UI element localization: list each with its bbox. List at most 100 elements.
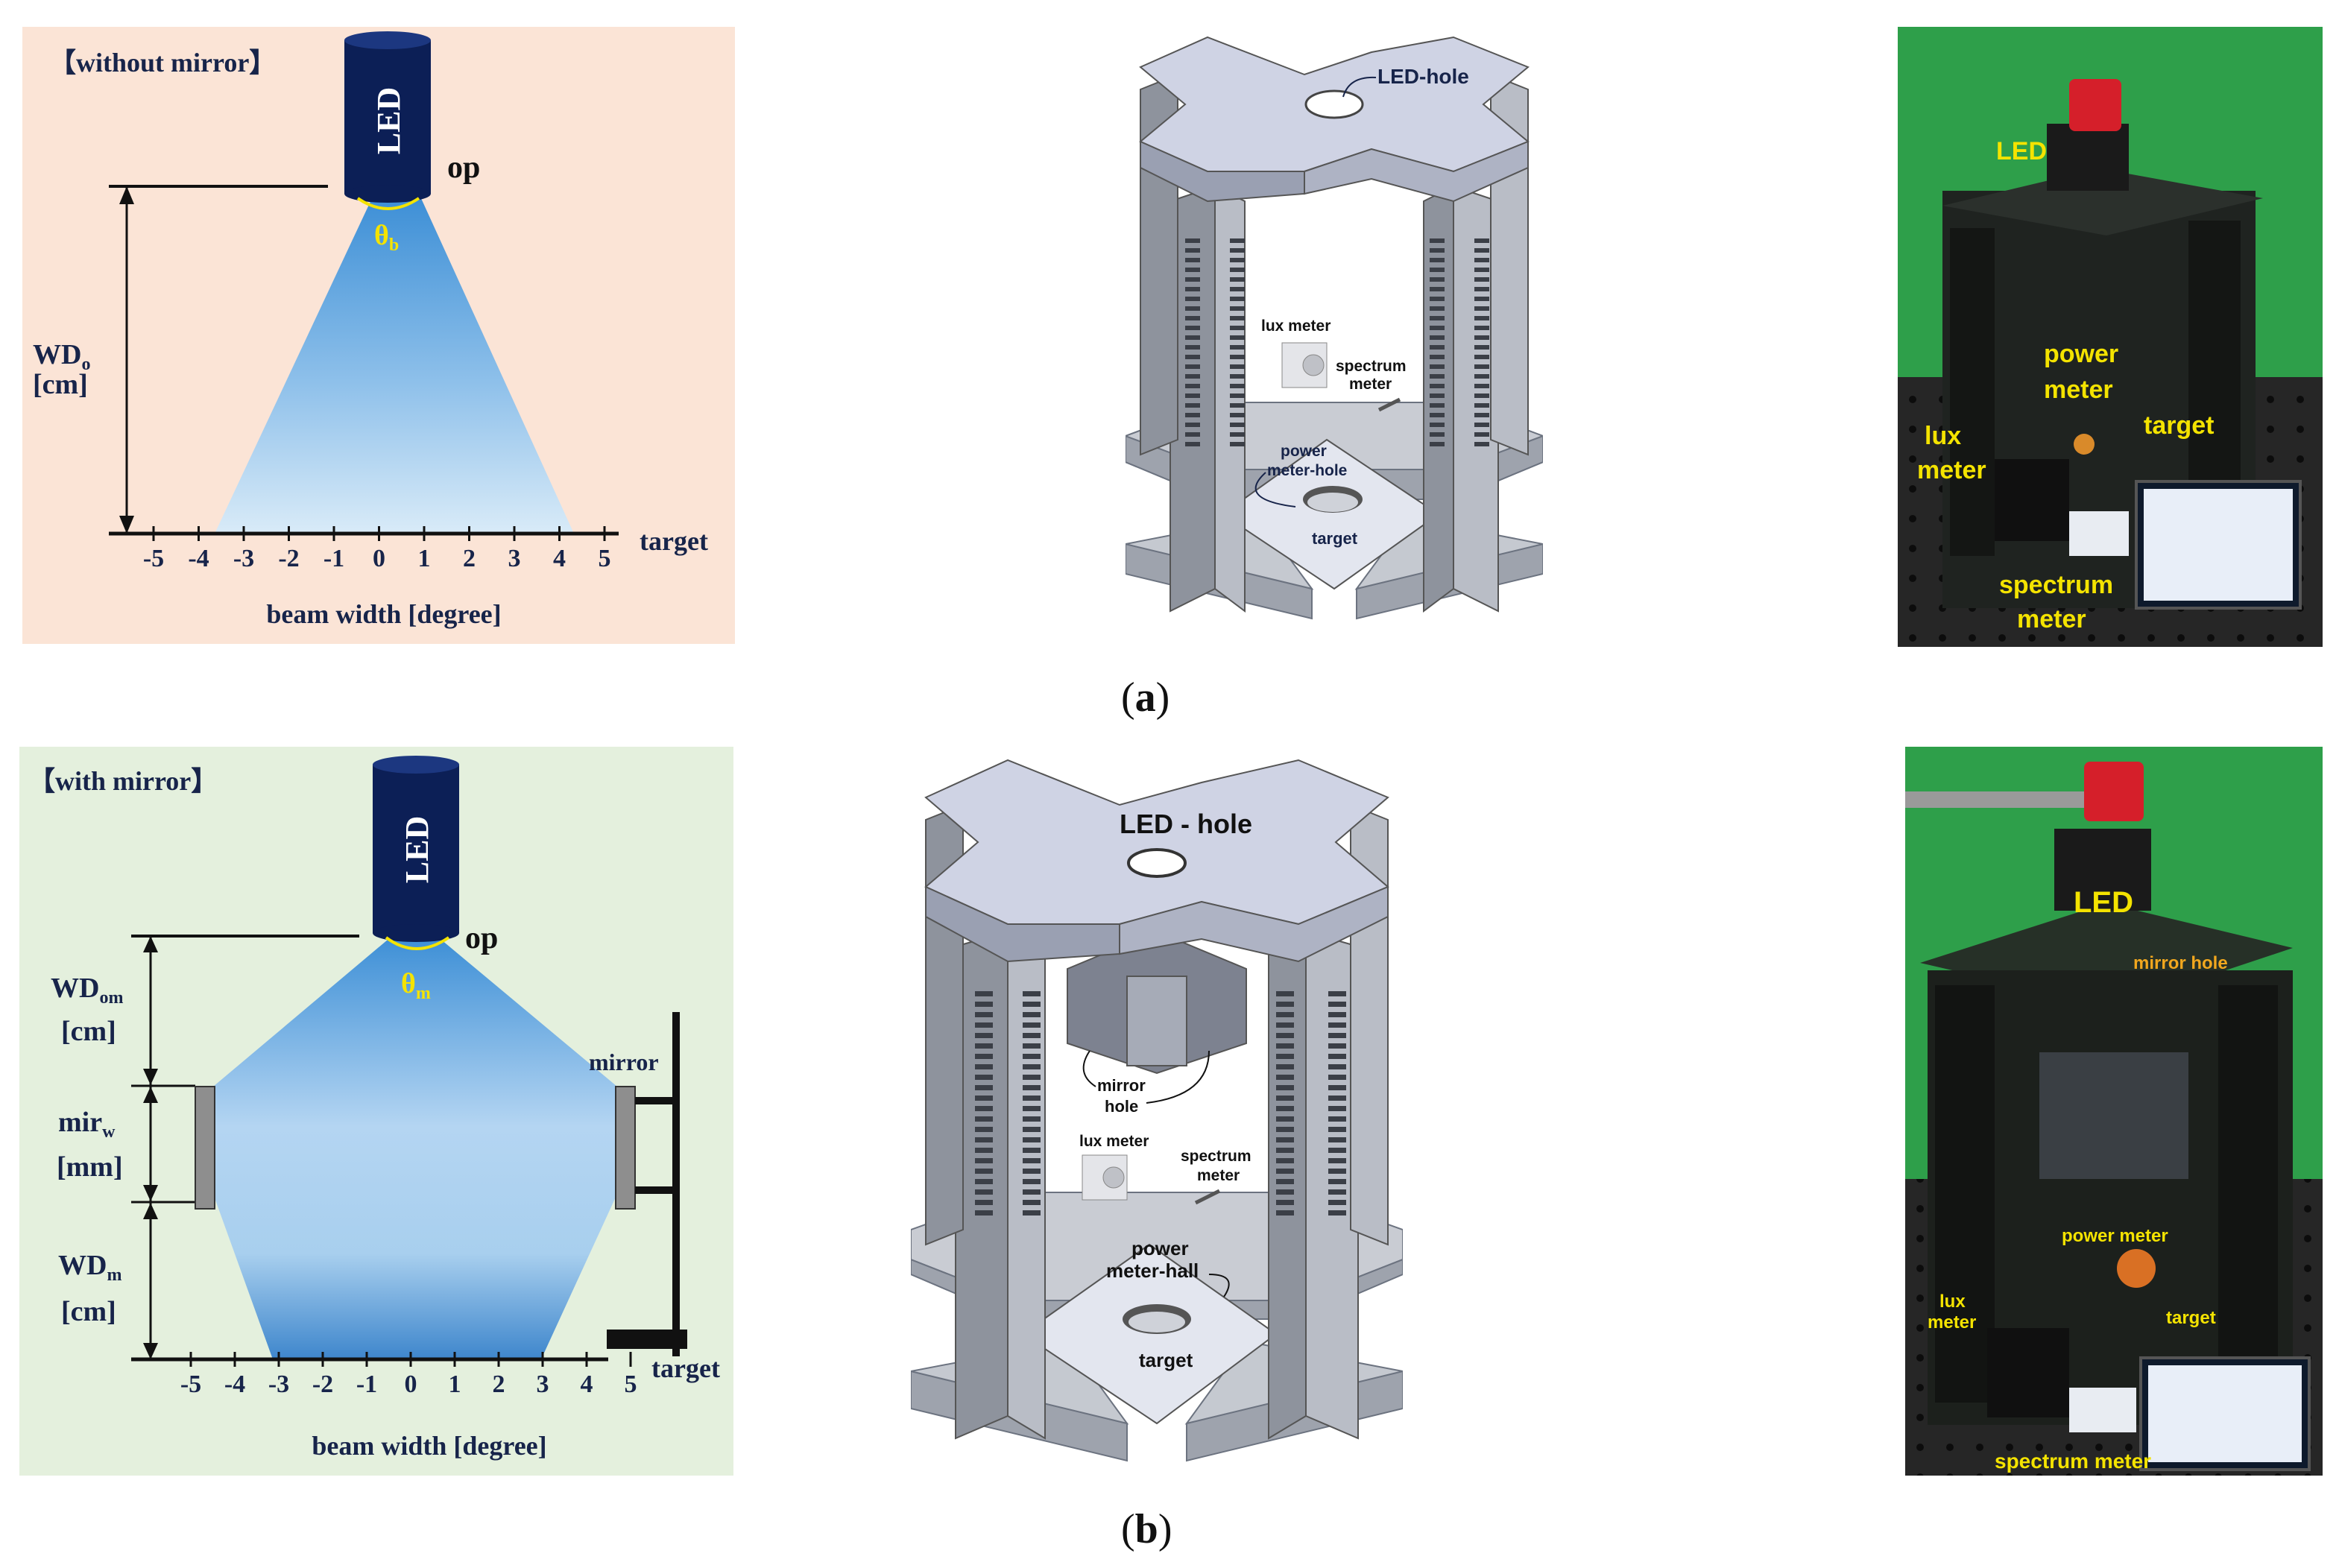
mirw-label: mirw (58, 1107, 116, 1142)
vent-slot (975, 1075, 993, 1080)
vent-slot (1474, 374, 1489, 379)
arrow-3 (143, 1087, 158, 1103)
axis-label: beam width [degree] (266, 599, 501, 629)
vent-slot (1023, 1179, 1041, 1184)
vent-slot (975, 1096, 993, 1101)
vent-slot (975, 1085, 993, 1090)
vent-slot (1185, 238, 1200, 243)
vent-slot (1276, 1064, 1294, 1069)
vent-slot (1328, 1012, 1346, 1017)
target-label-cad-b: target (1139, 1349, 1193, 1371)
vent-slot (1230, 277, 1245, 282)
vent-slot (1023, 1043, 1041, 1049)
lux-meter-label-b: lux meter (1079, 1133, 1149, 1150)
arrow-4 (143, 1185, 158, 1201)
clamp-rod (1905, 791, 2084, 808)
vent-slot (1185, 306, 1200, 311)
photo-target-label: target (2144, 411, 2214, 440)
pillar-left-b (955, 930, 1046, 1440)
vent-slot (1023, 1085, 1041, 1090)
vent-slot (1023, 1137, 1041, 1142)
vent-slot (1430, 413, 1445, 417)
axis-b-tick-label: 0 (405, 1371, 417, 1398)
spectrum-probe (1377, 397, 1401, 412)
mirror-box (2039, 1052, 2188, 1179)
mirw-unit: [mm] (57, 1151, 123, 1183)
axis-a-tick-label: 2 (463, 545, 476, 572)
vent-slot (1276, 1022, 1294, 1028)
pillar-right-b (1268, 930, 1359, 1440)
vent-slot (1328, 1064, 1346, 1069)
vent-slot (1230, 364, 1245, 369)
vent-slot (975, 1002, 993, 1007)
arrow-6 (143, 1343, 158, 1359)
vent-slot (1276, 1002, 1294, 1007)
vent-slot (1023, 1002, 1041, 1007)
arrow-2 (143, 1069, 158, 1085)
tablet-display (2144, 489, 2293, 601)
mirror-hole-pointer-left (1082, 1050, 1096, 1087)
vent-slot (1328, 1075, 1346, 1080)
wd-arrow-down (119, 516, 134, 534)
vent-slot (975, 1179, 993, 1184)
led-module-b (2054, 829, 2151, 911)
vent-slot (1474, 364, 1489, 369)
vent-slot (1185, 297, 1200, 301)
mirror-left (195, 1086, 215, 1210)
schematic-b: 【with mirror】 LED θm op WDom [cm] mirw [… (19, 747, 733, 1476)
beam-angle-arc-b (385, 936, 450, 950)
vent-slot (1185, 393, 1200, 398)
power-meter-sensor-b (2117, 1249, 2156, 1288)
spectrum-device-b (2069, 1388, 2136, 1432)
vent-slot (1430, 432, 1445, 437)
led-label-b: LED (399, 816, 435, 883)
theta-m: θm (401, 968, 431, 1003)
vent-slot (1230, 355, 1245, 359)
ventilation-slots (1185, 238, 1489, 446)
vent-slot (1023, 1169, 1041, 1174)
axis-b-tick-label: -4 (224, 1371, 245, 1398)
vent-slot (1474, 423, 1489, 427)
vent-slot (1328, 1096, 1346, 1101)
vent-slot (1185, 355, 1200, 359)
vent-slot (1276, 1043, 1294, 1049)
vent-slot (1023, 1158, 1041, 1163)
vent-slot (1430, 355, 1445, 359)
axis-a-tick-label: -4 (188, 545, 209, 572)
vent-slot (1276, 1169, 1294, 1174)
vent-slot (1185, 316, 1200, 320)
vent-slot (1185, 432, 1200, 437)
vent-slot (975, 991, 993, 996)
photo-led-label: LED (1996, 137, 2047, 165)
vent-slot (1185, 277, 1200, 282)
led-cylinder (344, 31, 431, 203)
pillar-photo-left (1950, 228, 1995, 556)
wd-arrow-up (119, 186, 134, 204)
axis-b-tick-label: -3 (268, 1371, 289, 1398)
vent-slot (1328, 1033, 1346, 1038)
vent-slot (1185, 403, 1200, 408)
axis-a-tick-label: -2 (278, 545, 299, 572)
axis-a-tick-label: 3 (508, 545, 521, 572)
mode-tag: 【without mirror】 (49, 48, 276, 78)
vent-slot (1474, 326, 1489, 330)
vent-slot (975, 1169, 993, 1174)
caption-b: (b) (1121, 1506, 1172, 1552)
top-cross (1139, 36, 1530, 203)
vent-slot (1230, 384, 1245, 388)
axis-a-tick-label: 5 (599, 545, 611, 572)
vent-slot (1474, 238, 1489, 243)
vent-slot (1023, 1148, 1041, 1153)
pillar-left (1170, 185, 1246, 613)
vent-slot (1430, 277, 1445, 282)
axis-b-tick-label: -1 (356, 1371, 377, 1398)
vent-slot (1474, 403, 1489, 408)
led-module (2047, 124, 2129, 191)
mirror-mount (607, 1012, 687, 1356)
